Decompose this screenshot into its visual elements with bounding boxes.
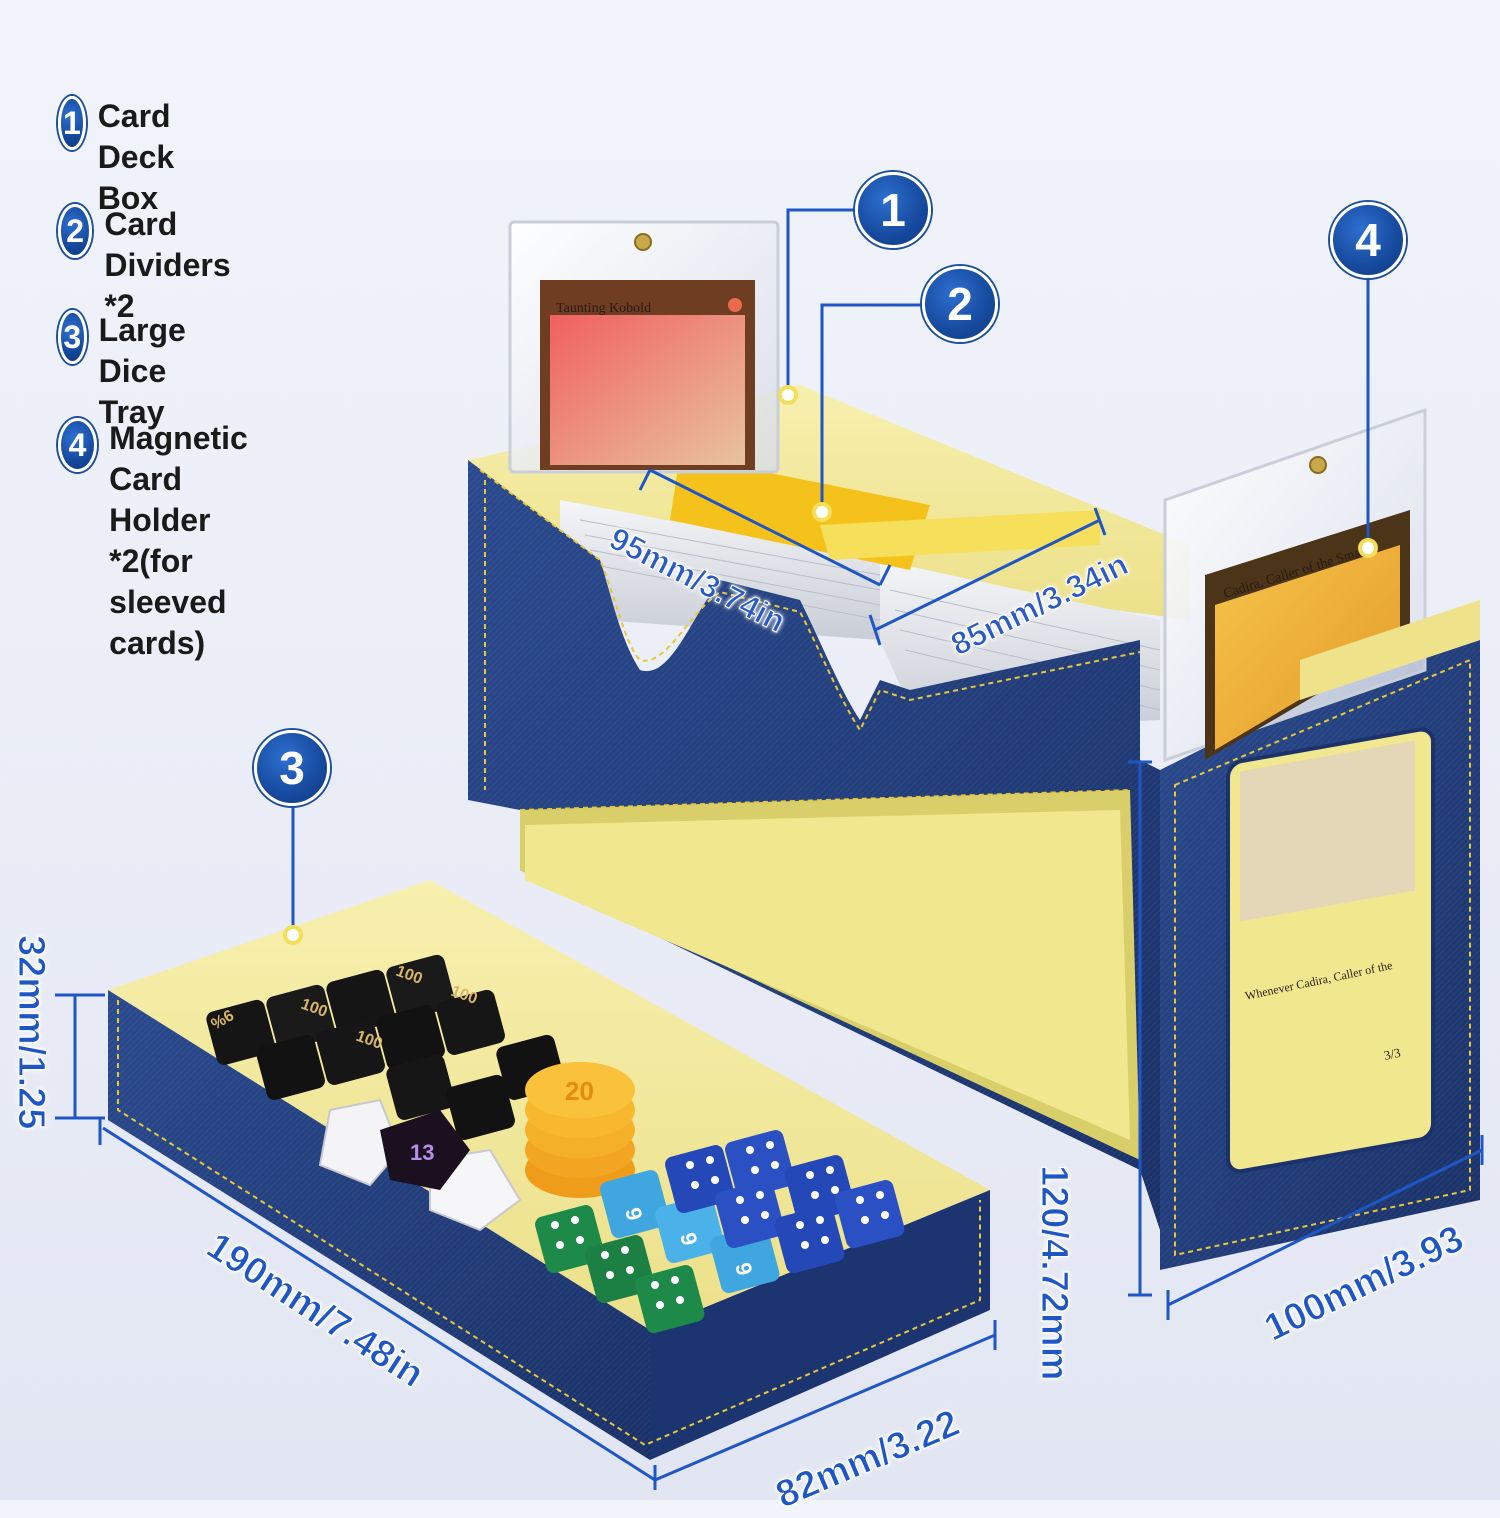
callout-dots bbox=[283, 385, 1378, 945]
callout-1: 1 bbox=[855, 172, 931, 248]
callout-lines bbox=[291, 208, 1370, 935]
card-divider-2 bbox=[820, 510, 1100, 560]
coin-value: 20 bbox=[565, 1076, 594, 1106]
legend-label: Card Deck Box bbox=[97, 98, 175, 216]
dimension-box-height: 120/4.72mm bbox=[1033, 1165, 1076, 1382]
legend-label: Card Dividers *2 bbox=[104, 206, 231, 324]
dimension-lines bbox=[55, 468, 1484, 1490]
d20-number: 13 bbox=[410, 1140, 434, 1165]
callout-4: 4 bbox=[1330, 202, 1406, 278]
d100-dice-group bbox=[206, 954, 565, 1140]
callout-badge-3: 3 bbox=[254, 730, 330, 806]
legend-label: Magnetic Card Holder *2(for sleeved card… bbox=[109, 420, 248, 661]
holder-screw-icon bbox=[634, 233, 652, 251]
d20-white bbox=[318, 1098, 402, 1187]
dimension-tray-height: 32mm/1.25 bbox=[10, 935, 53, 1130]
number-badge-4: 4 bbox=[58, 418, 98, 472]
callout-2: 2 bbox=[922, 266, 998, 342]
number-badge-2: 2 bbox=[58, 204, 93, 258]
mana-icon bbox=[728, 298, 742, 312]
right-card-art bbox=[1215, 545, 1400, 750]
legend-item-deck-box: 1 Card Deck Box bbox=[58, 96, 201, 219]
dice-tray-side bbox=[650, 1190, 990, 1460]
holder-screw-icon bbox=[1309, 456, 1327, 474]
d20-black bbox=[380, 1110, 470, 1190]
coin-stack: 20 bbox=[525, 1062, 635, 1198]
legend-item-card-dividers: 2 Card Dividers *2 bbox=[58, 204, 250, 327]
d6-pips bbox=[551, 1141, 889, 1309]
callout-3: 3 bbox=[254, 730, 330, 806]
side-card-text bbox=[1240, 740, 1415, 922]
callout-badge-1: 1 bbox=[855, 172, 931, 248]
legend-item-card-holder: 4 Magnetic Card Holder *2(for sleeved ca… bbox=[58, 418, 263, 664]
callout-badge-4: 4 bbox=[1330, 202, 1406, 278]
callout-badge-2: 2 bbox=[922, 266, 998, 342]
number-badge-3: 3 bbox=[58, 310, 87, 364]
left-card-art bbox=[550, 315, 745, 465]
legend-label: Large Dice Tray bbox=[98, 312, 186, 430]
d6-dice-group bbox=[535, 1130, 905, 1334]
number-badge-1: 1 bbox=[58, 96, 86, 150]
legend-item-dice-tray: 3 Large Dice Tray bbox=[58, 310, 211, 433]
left-card-title: Taunting Kobold bbox=[556, 301, 651, 316]
side-card-pt: 3/3 bbox=[1383, 1045, 1402, 1063]
